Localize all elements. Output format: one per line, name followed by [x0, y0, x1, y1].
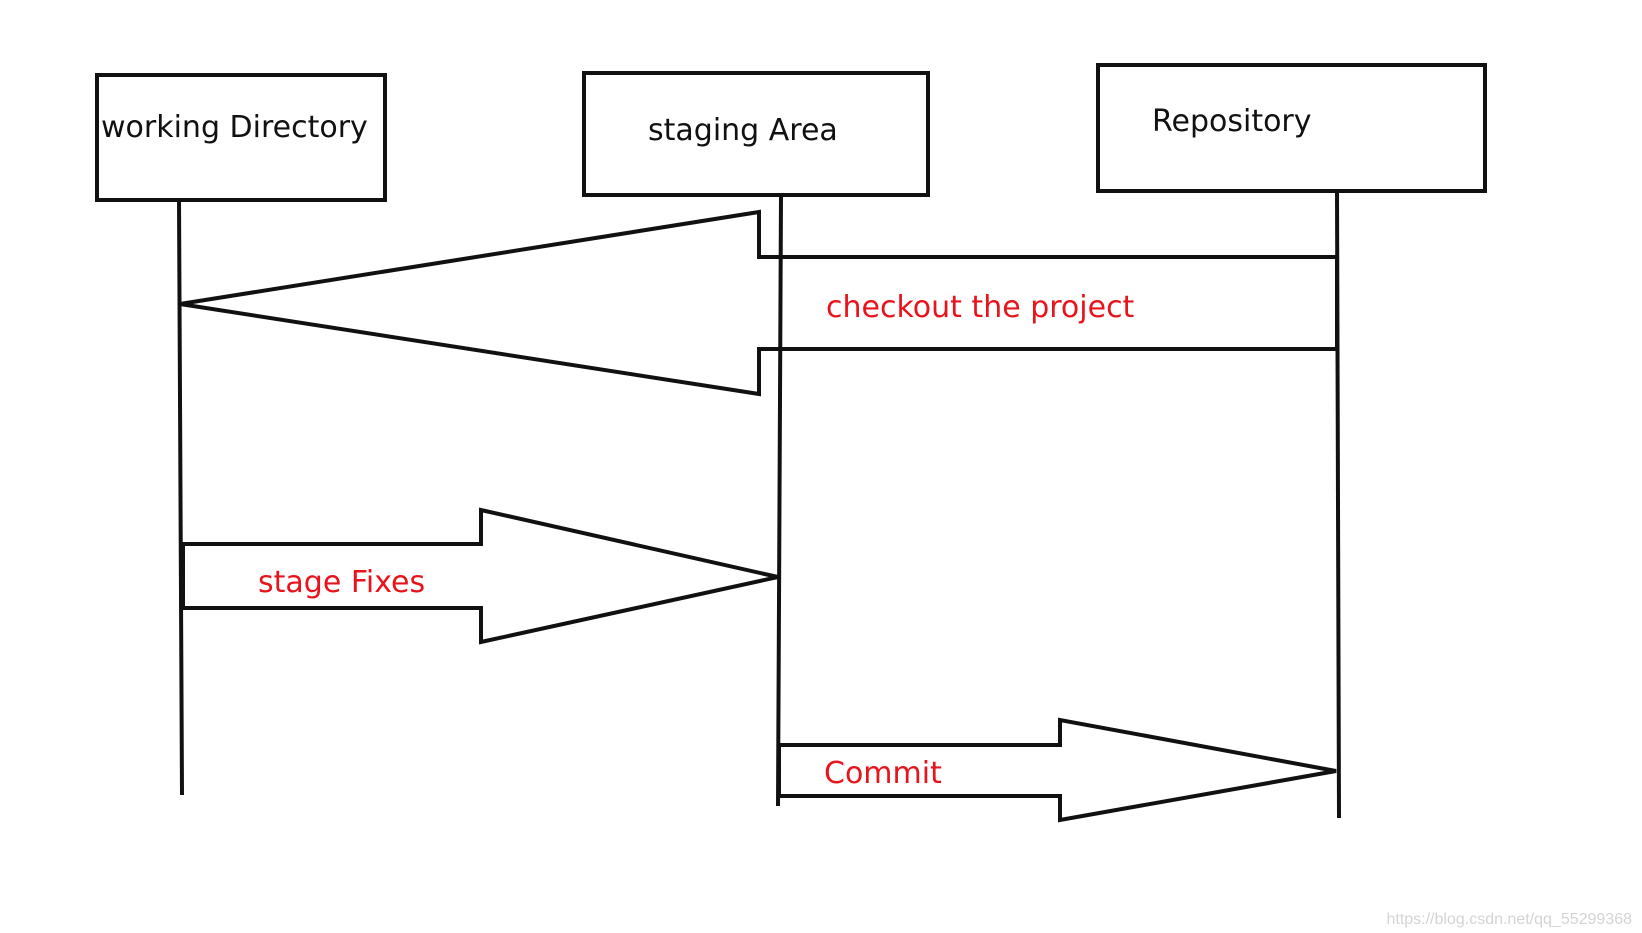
repository-box	[1096, 63, 1487, 193]
participant-repository: Repository	[1096, 63, 1487, 193]
staging-area-lifeline	[776, 194, 783, 807]
watermark-text: https://blog.csdn.net/qq_55299368	[1386, 911, 1632, 928]
working-directory-lifeline	[177, 199, 184, 796]
checkout-arrow	[179, 209, 1339, 397]
staging-area-box	[582, 71, 930, 197]
working-directory-box	[95, 73, 387, 202]
working-directory-label: working Directory	[101, 110, 368, 145]
stage-label: stage Fixes	[258, 565, 425, 600]
participant-staging-area: staging Area	[582, 71, 930, 197]
commit-label: Commit	[824, 756, 942, 791]
stage-arrow	[181, 507, 779, 645]
checkout-label: checkout the project	[826, 290, 1135, 325]
participant-working-directory: working Directory	[95, 73, 387, 202]
commit-arrow	[777, 717, 1337, 823]
staging-area-label: staging Area	[648, 113, 838, 148]
repository-label: Repository	[1152, 104, 1312, 139]
